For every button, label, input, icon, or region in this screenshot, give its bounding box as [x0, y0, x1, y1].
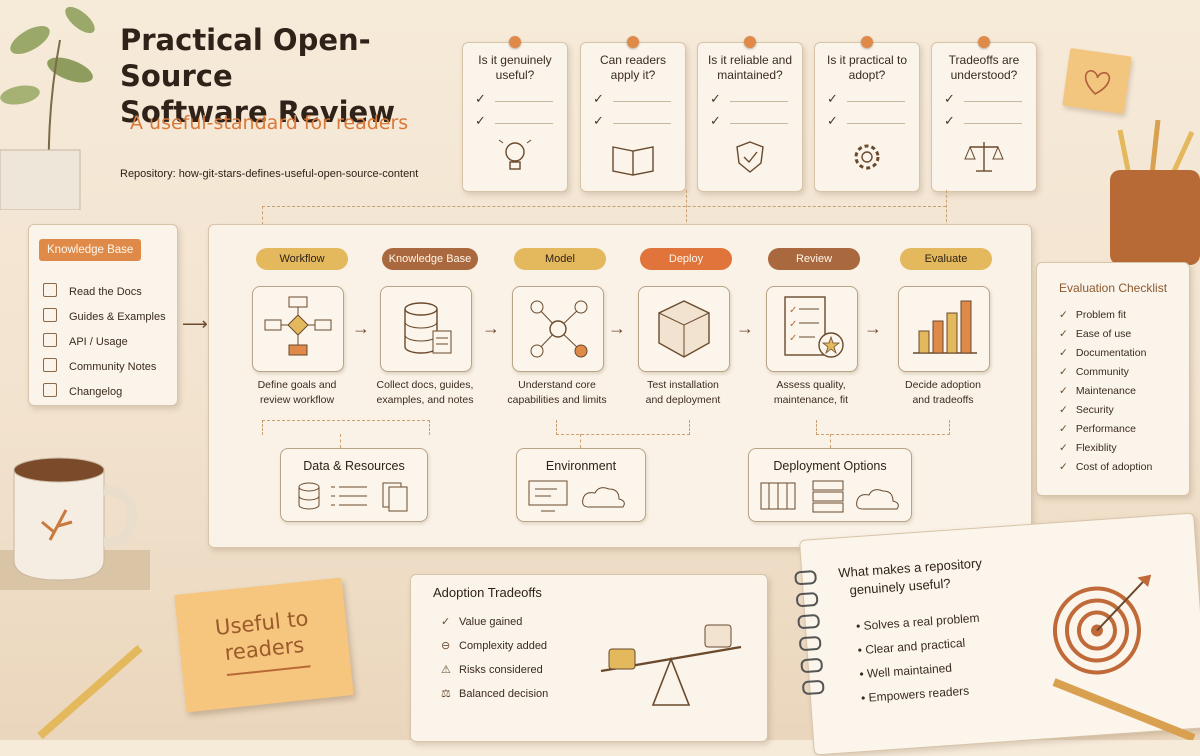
stage-box-workflow — [252, 286, 344, 372]
server-icon — [760, 480, 899, 513]
stage-box-knowledge-base — [380, 286, 472, 372]
checklist-item: ✓Problem fit — [1059, 309, 1126, 321]
svg-text:✓: ✓ — [789, 319, 797, 330]
kb-item: Guides & Examples — [43, 308, 166, 323]
heart-sticky-note — [1062, 47, 1132, 115]
checklist-icon: ✓ ✓ ✓ — [784, 296, 844, 358]
repository-label: Repository: how-git-stars-defines-useful… — [120, 168, 419, 180]
notebook-item: • Clear and practical — [857, 635, 966, 658]
flowchart-icon — [264, 296, 332, 356]
checklist-item: ✓Security — [1059, 404, 1114, 416]
checklist-item: ✓Flexiblity — [1059, 442, 1117, 454]
kb-item: Changelog — [43, 383, 122, 398]
gear-icon — [854, 144, 880, 170]
shield-icon — [736, 141, 764, 173]
stage-box-review: ✓ ✓ ✓ — [766, 286, 858, 372]
coffee-mug-decoration — [0, 457, 150, 590]
stage-label-review: Review — [768, 248, 860, 270]
adoption-tradeoffs-note: Adoption Tradeoffs ✓Value gained ⊖Comple… — [410, 574, 768, 742]
notebook-item: • Well maintained — [858, 660, 953, 682]
checklist-item: ✓Documentation — [1059, 347, 1147, 359]
tradeoff-item: ⊖Complexity added — [441, 640, 548, 652]
heart-icon — [1084, 70, 1111, 95]
stage-label-evaluate: Evaluate — [900, 248, 992, 270]
svg-text:✓: ✓ — [789, 305, 797, 316]
connector-env — [556, 420, 690, 435]
page-title: Practical Open-Source Software Review — [120, 23, 396, 129]
question-card-reliable: Is it reliable and maintained? ✓ ✓ — [697, 36, 803, 192]
monitor-cloud-icon — [528, 480, 625, 512]
tradeoff-item: ⚠Risks considered — [441, 664, 543, 676]
pencil-cup-decoration — [1110, 120, 1200, 265]
pencil-decoration — [37, 644, 143, 740]
connector-data — [262, 420, 430, 435]
tradeoff-item: ✓Value gained — [441, 616, 523, 628]
environment-box: Environment — [516, 448, 646, 522]
tradeoff-item: ⚖Balanced decision — [441, 688, 549, 700]
stage-box-evaluate — [898, 286, 990, 372]
checklist-item: ✓Cost of adoption — [1059, 461, 1153, 473]
checklist-item: ✓Maintenance — [1059, 385, 1136, 397]
notebook-item: • Empowers readers — [860, 683, 970, 706]
stage-box-deploy — [638, 286, 730, 372]
target-icon — [1052, 574, 1152, 675]
data-resources-box: Data & Resources — [280, 448, 428, 522]
notebook-item: • Solves a real problem — [855, 610, 980, 634]
connector-deploy-opts — [816, 420, 950, 435]
checklist-item: ✓Ease of use — [1059, 328, 1132, 340]
box-icon — [658, 300, 710, 358]
checklist-item: ✓Community — [1059, 366, 1129, 378]
connector-top-right — [946, 190, 947, 246]
arrow-icon: → — [608, 318, 626, 338]
stage-caption-knowledge-base: Collect docs, guides,examples, and notes — [376, 379, 474, 406]
question-card-practical: Is it practical to adopt? ✓ ✓ — [814, 36, 920, 192]
scale-icon — [964, 142, 1004, 172]
connector-top — [262, 206, 946, 207]
connector-top-mid — [686, 190, 687, 246]
arrow-icon: → — [864, 318, 882, 338]
question-card-tradeoffs: Tradeoffs are understood? ✓ ✓ — [931, 36, 1037, 192]
stage-caption-review: Assess quality,maintenance, fit — [773, 379, 849, 406]
stage-box-model — [512, 286, 604, 372]
question-card-useful: Is it genuinely useful? ✓ ✓ — [462, 36, 568, 192]
kb-item: API / Usage — [43, 333, 128, 348]
kb-arrow: ⟶ — [182, 314, 208, 334]
connector-data-down — [340, 434, 341, 448]
pen-decoration — [1052, 678, 1196, 740]
lightbulb-icon — [498, 139, 532, 170]
seesaw-icon — [600, 624, 742, 706]
svg-text:✓: ✓ — [789, 333, 797, 344]
kb-item: Read the Docs — [43, 283, 142, 298]
book-icon — [612, 146, 654, 176]
stage-label-deploy: Deploy — [640, 248, 732, 270]
question-card-apply: Can readers apply it? ✓ ✓ — [580, 36, 686, 192]
stage-label-model: Model — [514, 248, 606, 270]
knowledge-base-tag: Knowledge Base — [39, 239, 142, 261]
page-subtitle: A useful-standard for readers — [130, 112, 409, 134]
connector-env-down — [580, 434, 581, 448]
deployment-options-box: Deployment Options — [748, 448, 912, 522]
knowledge-base-note: Knowledge Base Read the Docs Guides & Ex… — [28, 224, 178, 406]
connector-deploy-opts-down — [830, 434, 831, 448]
kb-item: Community Notes — [43, 358, 156, 373]
arrow-icon: → — [482, 318, 500, 338]
bar-chart-icon — [913, 300, 977, 354]
stage-label-knowledge-base: Knowledge Base — [382, 248, 478, 270]
arrow-icon: → — [352, 318, 370, 338]
plant-decoration — [0, 6, 95, 210]
database-icon — [404, 302, 452, 354]
evaluation-checklist: Evaluation Checklist ✓Problem fit ✓Ease … — [1036, 262, 1190, 496]
network-icon — [530, 300, 588, 358]
database-icon — [298, 482, 408, 512]
stage-label-workflow: Workflow — [256, 248, 348, 270]
checklist-item: ✓Performance — [1059, 423, 1136, 435]
arrow-icon: → — [736, 318, 754, 338]
